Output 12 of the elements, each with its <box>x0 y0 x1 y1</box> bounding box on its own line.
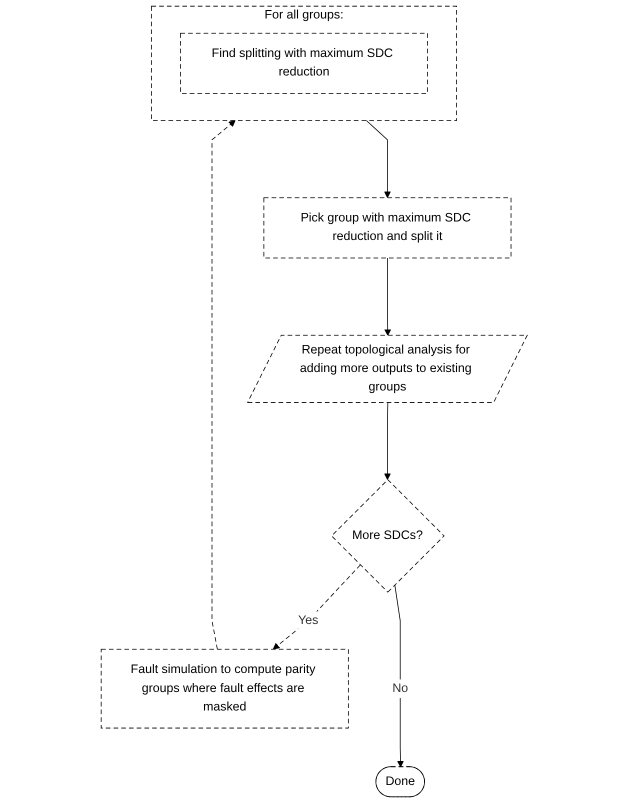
arrow <box>273 564 361 650</box>
edge-label: No <box>392 682 408 695</box>
edge-label: Yes <box>298 614 319 627</box>
arrow <box>212 120 236 650</box>
arrow <box>384 258 392 336</box>
arrow <box>366 120 392 198</box>
node-box: Pick group with maximum SDC reduction and split it <box>264 197 512 258</box>
node-box: Fault simulation to compute parity groups where fault effects are masked <box>101 648 350 728</box>
node-diamond: More SDCs? <box>331 479 445 593</box>
node-box: Find splitting with maximum SDC reduction <box>180 32 428 94</box>
arrow <box>384 402 392 480</box>
arrow <box>394 584 404 768</box>
